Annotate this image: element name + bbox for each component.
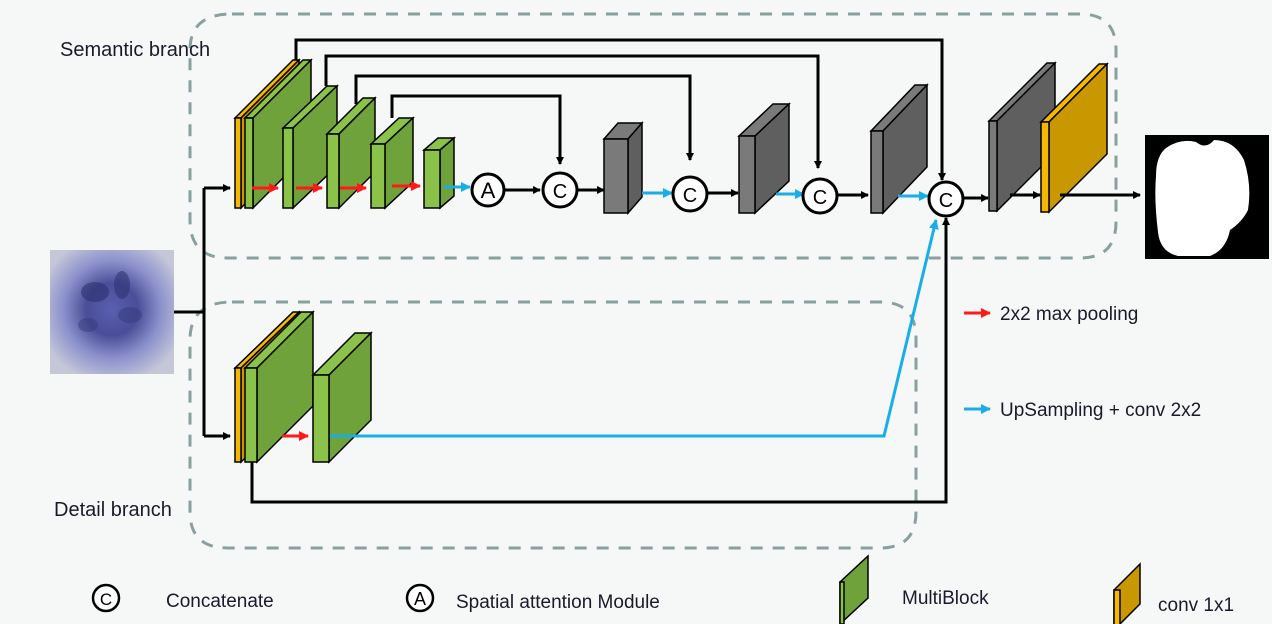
flow-arrows bbox=[504, 186, 1141, 202]
attention-icon: A bbox=[414, 589, 426, 609]
input-image bbox=[50, 250, 174, 374]
decoder-block-3 bbox=[869, 83, 929, 215]
input-connectors bbox=[174, 184, 231, 440]
legend-attention-label: Spatial attention Module bbox=[456, 592, 660, 613]
multiblock-4 bbox=[369, 116, 415, 210]
legend-conv1x1: conv 1x1 bbox=[1113, 562, 1234, 624]
legend-multiblock-label: MultiBlock bbox=[902, 588, 989, 609]
decoder-block-2 bbox=[737, 102, 791, 215]
attention-symbol: A bbox=[481, 178, 496, 203]
decoder-block-4 bbox=[987, 61, 1057, 213]
decoder-block-1 bbox=[602, 121, 644, 215]
detail-multiblock-2 bbox=[311, 331, 373, 464]
concat-symbol: C bbox=[813, 187, 827, 209]
upsampling-arrows bbox=[330, 182, 939, 438]
skip-connections bbox=[294, 38, 946, 181]
legend-multiblock: MultiBlock bbox=[839, 554, 989, 624]
concat-icon: C bbox=[100, 590, 112, 609]
detail-skip-connection bbox=[250, 217, 950, 504]
semantic-branch-label: Semantic branch bbox=[60, 39, 210, 61]
concat-node-3: C bbox=[801, 177, 839, 215]
legend-upsampling: UpSampling + conv 2x2 bbox=[964, 400, 1201, 421]
multiblock-1 bbox=[243, 58, 313, 210]
concat-symbol: C bbox=[939, 190, 953, 212]
pooling-arrows bbox=[252, 181, 421, 441]
encoder-blocks bbox=[233, 58, 1109, 464]
output-mask-image bbox=[1145, 135, 1269, 259]
multiblock-5 bbox=[421, 136, 457, 210]
legend-attention: A Spatial attention Module bbox=[405, 583, 660, 613]
output-conv1x1-block bbox=[1039, 62, 1109, 214]
legend-concatenate-label: Concatenate bbox=[166, 591, 274, 612]
concat-symbol: C bbox=[553, 181, 567, 203]
concat-node-1: C bbox=[541, 171, 579, 209]
concat-node-4: C bbox=[927, 180, 965, 218]
attention-module: A bbox=[470, 172, 506, 208]
legend-upsampling-label: UpSampling + conv 2x2 bbox=[1000, 400, 1201, 421]
legend-concatenate: C Concatenate bbox=[91, 583, 274, 613]
detail-branch-label: Detail branch bbox=[54, 499, 172, 521]
legend-max-pooling-label: 2x2 max pooling bbox=[1000, 304, 1138, 325]
concat-symbol: C bbox=[683, 185, 697, 207]
legend-conv1x1-label: conv 1x1 bbox=[1158, 595, 1234, 616]
legend-max-pooling: 2x2 max pooling bbox=[964, 304, 1138, 325]
semantic-branch-box bbox=[188, 12, 1118, 260]
concat-node-2: C bbox=[671, 175, 709, 213]
detail-multiblock-1 bbox=[243, 310, 315, 464]
